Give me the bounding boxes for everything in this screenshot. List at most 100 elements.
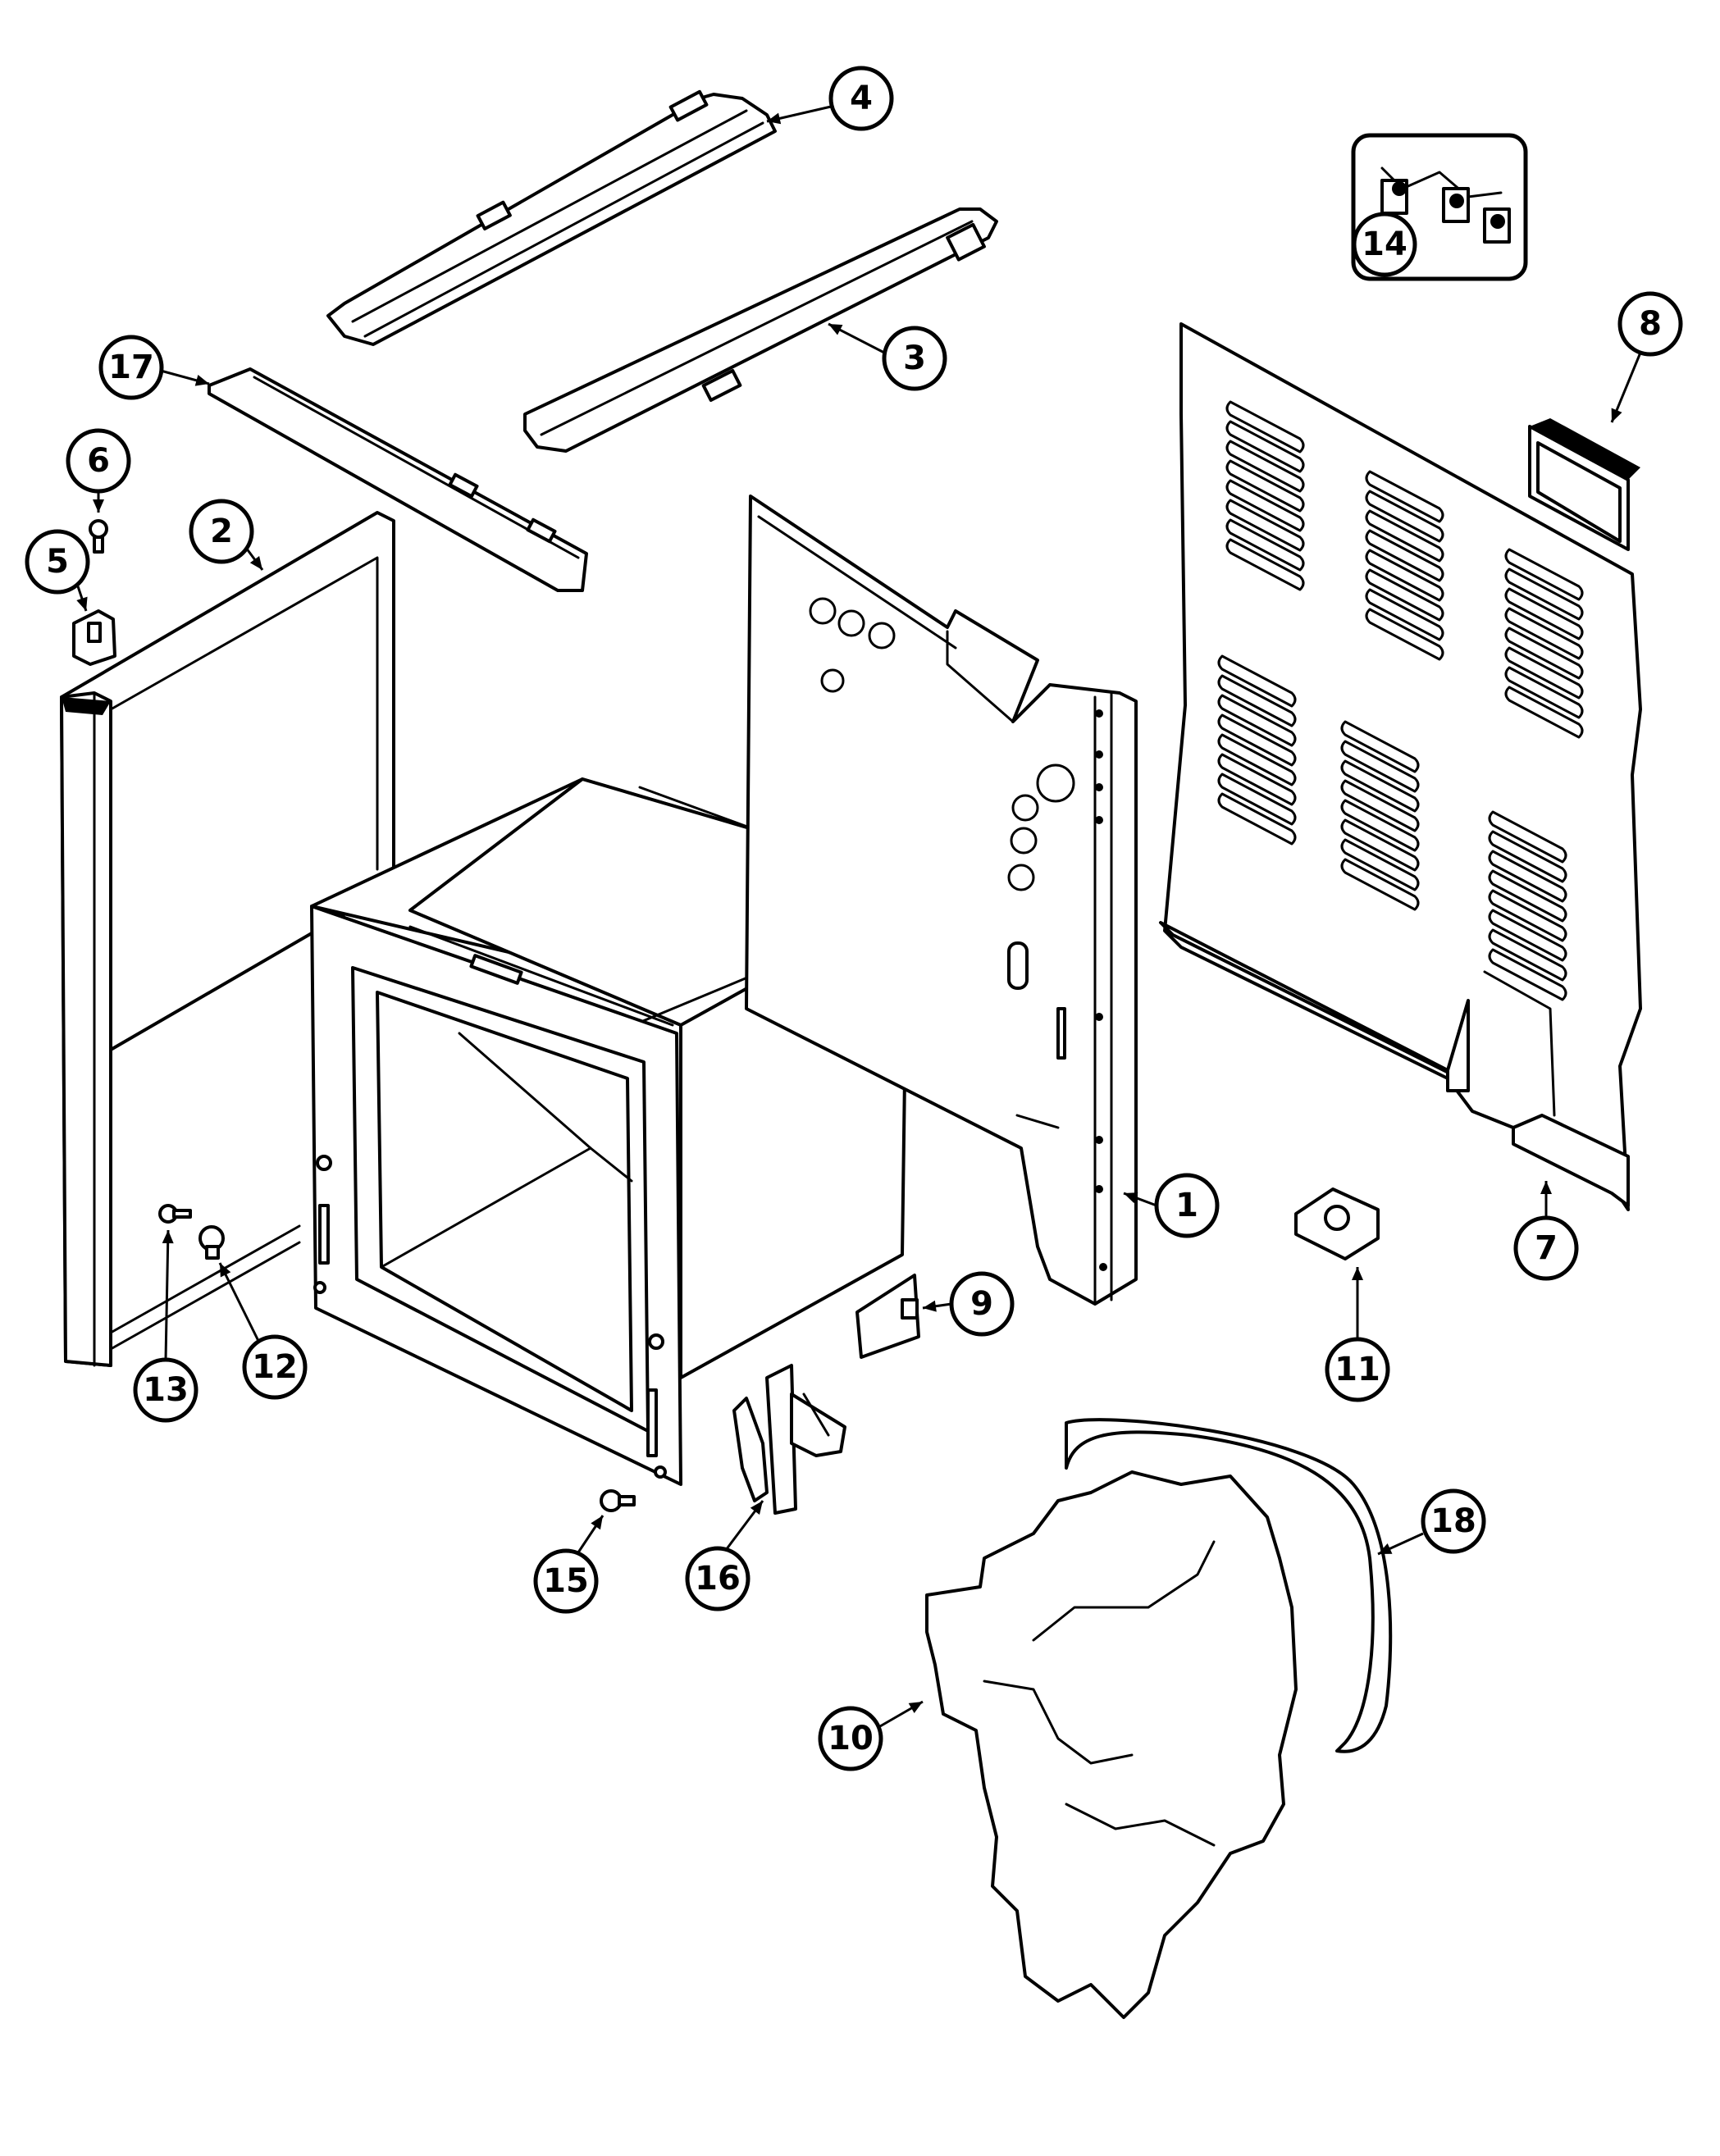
callout-7-circle — [1513, 1215, 1579, 1281]
callout-8-label: 8 — [1639, 305, 1662, 343]
callout-5-circle — [25, 529, 90, 595]
louver-slot-5-1 — [1340, 720, 1420, 773]
callout-4-circle — [828, 66, 894, 131]
callout-9-arrowhead — [923, 1300, 937, 1312]
callout-3-arrowhead — [828, 324, 843, 335]
louver-slot-2-4 — [1365, 529, 1444, 582]
part-17-top-rail — [208, 367, 588, 592]
louver-slot-6-7 — [1488, 928, 1567, 982]
callout-3-label: 3 — [903, 340, 926, 377]
louver-slot-3-1 — [1504, 548, 1584, 601]
callout-9-circle — [949, 1271, 1015, 1337]
callout-17-label: 17 — [108, 349, 154, 386]
part-3-brace — [523, 207, 998, 453]
louver-slot-1-7 — [1225, 518, 1305, 572]
callout-11-circle — [1325, 1337, 1390, 1402]
louver-slot-1-4 — [1225, 459, 1305, 513]
louver-slot-4-2 — [1217, 674, 1297, 727]
louver-slot-3-3 — [1504, 587, 1584, 640]
callout-13-arrowhead — [162, 1230, 174, 1244]
louver-slot-3-7 — [1504, 666, 1584, 719]
callout-7-arrowhead — [1540, 1181, 1552, 1194]
callout-16-arrowhead — [750, 1501, 763, 1515]
louver-slot-1-8 — [1225, 538, 1305, 591]
callout-10-label: 10 — [828, 1720, 874, 1757]
callout-2-arrowhead — [249, 555, 262, 570]
part-13-screw — [158, 1204, 192, 1224]
louver-slot-4-3 — [1217, 694, 1297, 747]
louver-slot-4-4 — [1217, 713, 1297, 767]
callout-11-arrowhead — [1352, 1267, 1363, 1280]
callout-1-circle — [1154, 1173, 1220, 1238]
callout-6-circle — [66, 428, 131, 494]
part-15-screw — [600, 1489, 636, 1512]
louver-slot-5-4 — [1340, 779, 1420, 832]
part-16-hinge — [732, 1364, 846, 1515]
part-10-insulation — [925, 1470, 1298, 2019]
callout-5-label: 5 — [46, 543, 69, 581]
louver-slot-4-8 — [1217, 792, 1297, 846]
callout-15-circle — [533, 1548, 599, 1614]
callout-11-label: 11 — [1334, 1351, 1380, 1388]
callout-16-label: 16 — [695, 1560, 741, 1598]
louver-slot-2-2 — [1365, 490, 1444, 543]
louver-slot-6-2 — [1488, 830, 1567, 883]
callout-6-arrowhead — [93, 499, 104, 513]
louver-slot-4-6 — [1217, 753, 1297, 806]
callout-16-circle — [685, 1546, 751, 1611]
louver-slot-6-8 — [1488, 948, 1567, 1001]
louver-slot-3-5 — [1504, 627, 1584, 680]
callout-10-circle — [818, 1706, 883, 1771]
part-5-bracket — [72, 609, 116, 666]
louver-slot-6-5 — [1488, 889, 1567, 942]
louver-slot-1-1 — [1225, 400, 1305, 454]
callout-18-label: 18 — [1430, 1502, 1476, 1540]
callout-13-label: 13 — [143, 1371, 189, 1409]
louver-slot-5-5 — [1340, 799, 1420, 852]
callout-12-arrowhead — [220, 1263, 231, 1278]
callout-17-arrowhead — [194, 375, 209, 386]
callout-15-label: 15 — [543, 1562, 589, 1600]
callout-10-arrowhead — [908, 1702, 923, 1714]
louver-slot-4-1 — [1217, 654, 1297, 708]
callout-1-label: 1 — [1175, 1187, 1198, 1224]
callout-14-label: 14 — [1362, 226, 1407, 263]
callout-18-circle — [1421, 1488, 1486, 1554]
part-7-back-panel — [1159, 322, 1642, 1211]
louver-slot-1-3 — [1225, 440, 1305, 493]
louver-slot-5-3 — [1340, 759, 1420, 813]
louver-slot-5-7 — [1340, 838, 1420, 891]
callout-6-label: 6 — [87, 442, 110, 480]
part-12-screw — [198, 1225, 225, 1260]
part-1-side-panel — [745, 495, 1138, 1306]
callout-8-arrowhead — [1611, 408, 1622, 422]
callout-13-leader — [164, 1229, 170, 1361]
louver-slot-2-8 — [1365, 608, 1444, 661]
part-6-screw — [89, 519, 108, 554]
callout-2-label: 2 — [210, 513, 233, 550]
louver-slot-2-6 — [1365, 568, 1444, 622]
louver-slot-2-7 — [1365, 588, 1444, 641]
louver-slot-4-7 — [1217, 773, 1297, 826]
callout-12-leader — [218, 1262, 260, 1342]
louver-slot-3-6 — [1504, 646, 1584, 700]
callout-17-circle — [98, 335, 164, 400]
callout-4-arrowhead — [767, 112, 782, 125]
louver-slot-5-8 — [1340, 858, 1420, 911]
callout-14-circle — [1352, 212, 1417, 277]
louver-slot-6-1 — [1488, 810, 1567, 864]
part-4-top-brace — [326, 89, 777, 346]
louver-slot-5-6 — [1340, 818, 1420, 872]
callout-18-arrowhead — [1378, 1543, 1393, 1554]
louvers — [1217, 400, 1584, 1001]
part-9-plate — [855, 1274, 920, 1359]
louver-slot-6-4 — [1488, 869, 1567, 923]
louver-slot-1-5 — [1225, 479, 1305, 532]
louver-slot-3-4 — [1504, 607, 1584, 660]
part-18-gasket — [1065, 1418, 1393, 1753]
callout-12-label: 12 — [252, 1348, 298, 1386]
part-8-bracket — [1528, 418, 1640, 551]
callout-9-label: 9 — [970, 1285, 993, 1323]
